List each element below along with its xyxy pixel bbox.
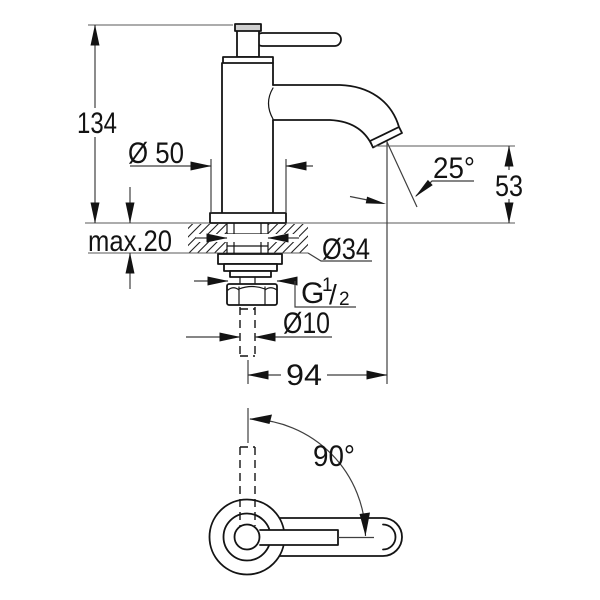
flow-angle-line bbox=[386, 141, 418, 208]
hole-leader bbox=[307, 252, 372, 262]
mounting-nut bbox=[226, 283, 278, 306]
dim-label-spout-reach: 94 bbox=[286, 359, 322, 392]
plan-supply-pipe-dashed bbox=[239, 446, 256, 526]
dim-label-spout-angle: 25° bbox=[433, 152, 475, 185]
dim-spout-reach-94: 94 bbox=[247, 359, 388, 392]
dim-label-total-height: 134 bbox=[77, 107, 117, 140]
plan-lever-cap-inner bbox=[382, 523, 397, 551]
dim-base-diameter-50: Ø 50 bbox=[128, 137, 313, 212]
spout bbox=[272, 84, 403, 149]
spout-root-fillet bbox=[267, 87, 274, 120]
dim-spout-angle-25: 25° bbox=[349, 141, 475, 384]
swing-arc bbox=[249, 418, 367, 537]
washer-plate bbox=[217, 253, 283, 265]
faucet-plan-view: 90° bbox=[208, 408, 403, 576]
nut-facets bbox=[227, 285, 278, 306]
dim-label-max-deck: max.20 bbox=[88, 225, 172, 258]
dim-handle-swing-90: 90° bbox=[247, 408, 370, 537]
faucet-body bbox=[221, 62, 274, 214]
dim-label-base-diameter: Ø 50 bbox=[128, 137, 184, 170]
swing-arrow-top bbox=[249, 414, 272, 424]
thread-neck bbox=[239, 276, 256, 285]
handle-stem bbox=[236, 29, 260, 58]
dim-thread-g12: G 1 / 2 bbox=[194, 265, 356, 311]
angle-arrow-left bbox=[365, 196, 386, 204]
dim-outlet-height-53: 53 bbox=[374, 145, 523, 224]
handle-cap bbox=[234, 23, 262, 32]
dim-label-handle-swing: 90° bbox=[313, 440, 355, 473]
dim-label-outlet-height: 53 bbox=[495, 170, 523, 203]
body-top-flange bbox=[222, 56, 274, 64]
dim-hole-diameter-34: Ø34 bbox=[196, 233, 372, 266]
step-adapter-upper bbox=[223, 263, 278, 272]
swing-arrow-bottom bbox=[359, 512, 370, 536]
dim-total-height-134: 134 bbox=[77, 24, 233, 224]
plan-lever-shaft bbox=[259, 529, 339, 546]
thread-leader bbox=[294, 281, 356, 308]
dim-supply-pipe-10: Ø10 bbox=[186, 307, 332, 342]
base-flange bbox=[209, 212, 287, 224]
step-adapter-lower bbox=[229, 270, 272, 278]
plan-stem-circle bbox=[233, 523, 261, 551]
dim-label-hole-diameter: Ø34 bbox=[322, 233, 370, 266]
handle-lever bbox=[255, 32, 342, 47]
dim-max-deck-thickness-20: max.20 bbox=[88, 187, 172, 289]
faucet-side-view bbox=[85, 23, 515, 357]
supply-pipe-dashed bbox=[239, 307, 256, 357]
angle-arrow-right bbox=[415, 179, 433, 197]
dim-label-thread: G 1 / 2 bbox=[301, 265, 350, 311]
dim-label-supply-pipe: Ø10 bbox=[283, 307, 330, 340]
